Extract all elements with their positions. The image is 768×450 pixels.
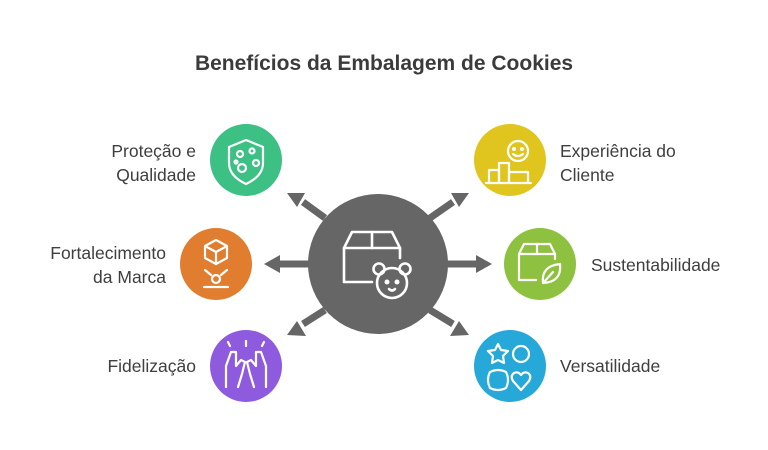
center-node <box>308 194 448 334</box>
label-marca-line1: Fortalecimento <box>50 243 166 263</box>
node-experiencia <box>474 124 546 196</box>
arrow-experiencia <box>428 193 469 221</box>
label-protecao-line1: Proteção e <box>111 141 196 161</box>
label-protecao: Proteção e Qualidade <box>111 139 196 187</box>
label-protecao-line2: Qualidade <box>116 165 196 185</box>
node-fidelizacao <box>210 330 282 402</box>
node-marca <box>180 228 252 300</box>
label-sustentabilidade: Sustentabilidade <box>591 255 721 275</box>
cube-award-icon <box>202 238 230 289</box>
label-experiencia: Experiência do Cliente <box>560 139 676 187</box>
label-marca-line2: da Marca <box>93 267 166 287</box>
box-cookie-bear-icon <box>342 230 412 300</box>
arrows <box>264 193 492 336</box>
node-protecao <box>210 124 282 196</box>
node-versatilidade <box>474 330 546 402</box>
shapes-icon <box>486 342 532 392</box>
arrow-fidelizacao <box>287 307 327 336</box>
experiencia-circle <box>474 124 546 196</box>
high-five-icon <box>224 339 268 389</box>
arrow-sustentabilidade <box>446 255 492 273</box>
sustentabilidade-circle <box>504 228 576 300</box>
smiley-podium-icon <box>484 139 533 185</box>
shield-dots-icon <box>227 138 265 186</box>
label-versatilidade: Versatilidade <box>560 356 661 376</box>
arrow-versatilidade <box>428 307 469 336</box>
protecao-circle <box>210 124 282 196</box>
label-experiencia-line2: Cliente <box>560 165 615 185</box>
diagram-title: Benefícios da Embalagem de Cookies <box>194 52 574 75</box>
versatilidade-circle <box>474 330 546 402</box>
fidelizacao-circle <box>210 330 282 402</box>
box-leaf-icon <box>517 242 562 285</box>
arrow-protecao <box>287 193 328 221</box>
label-fidelizacao: Fidelização <box>107 356 196 376</box>
arrow-marca <box>264 255 310 273</box>
node-sustentabilidade <box>504 228 576 300</box>
label-experiencia-line1: Experiência do <box>560 141 676 161</box>
label-marca: Fortalecimento da Marca <box>50 241 166 289</box>
